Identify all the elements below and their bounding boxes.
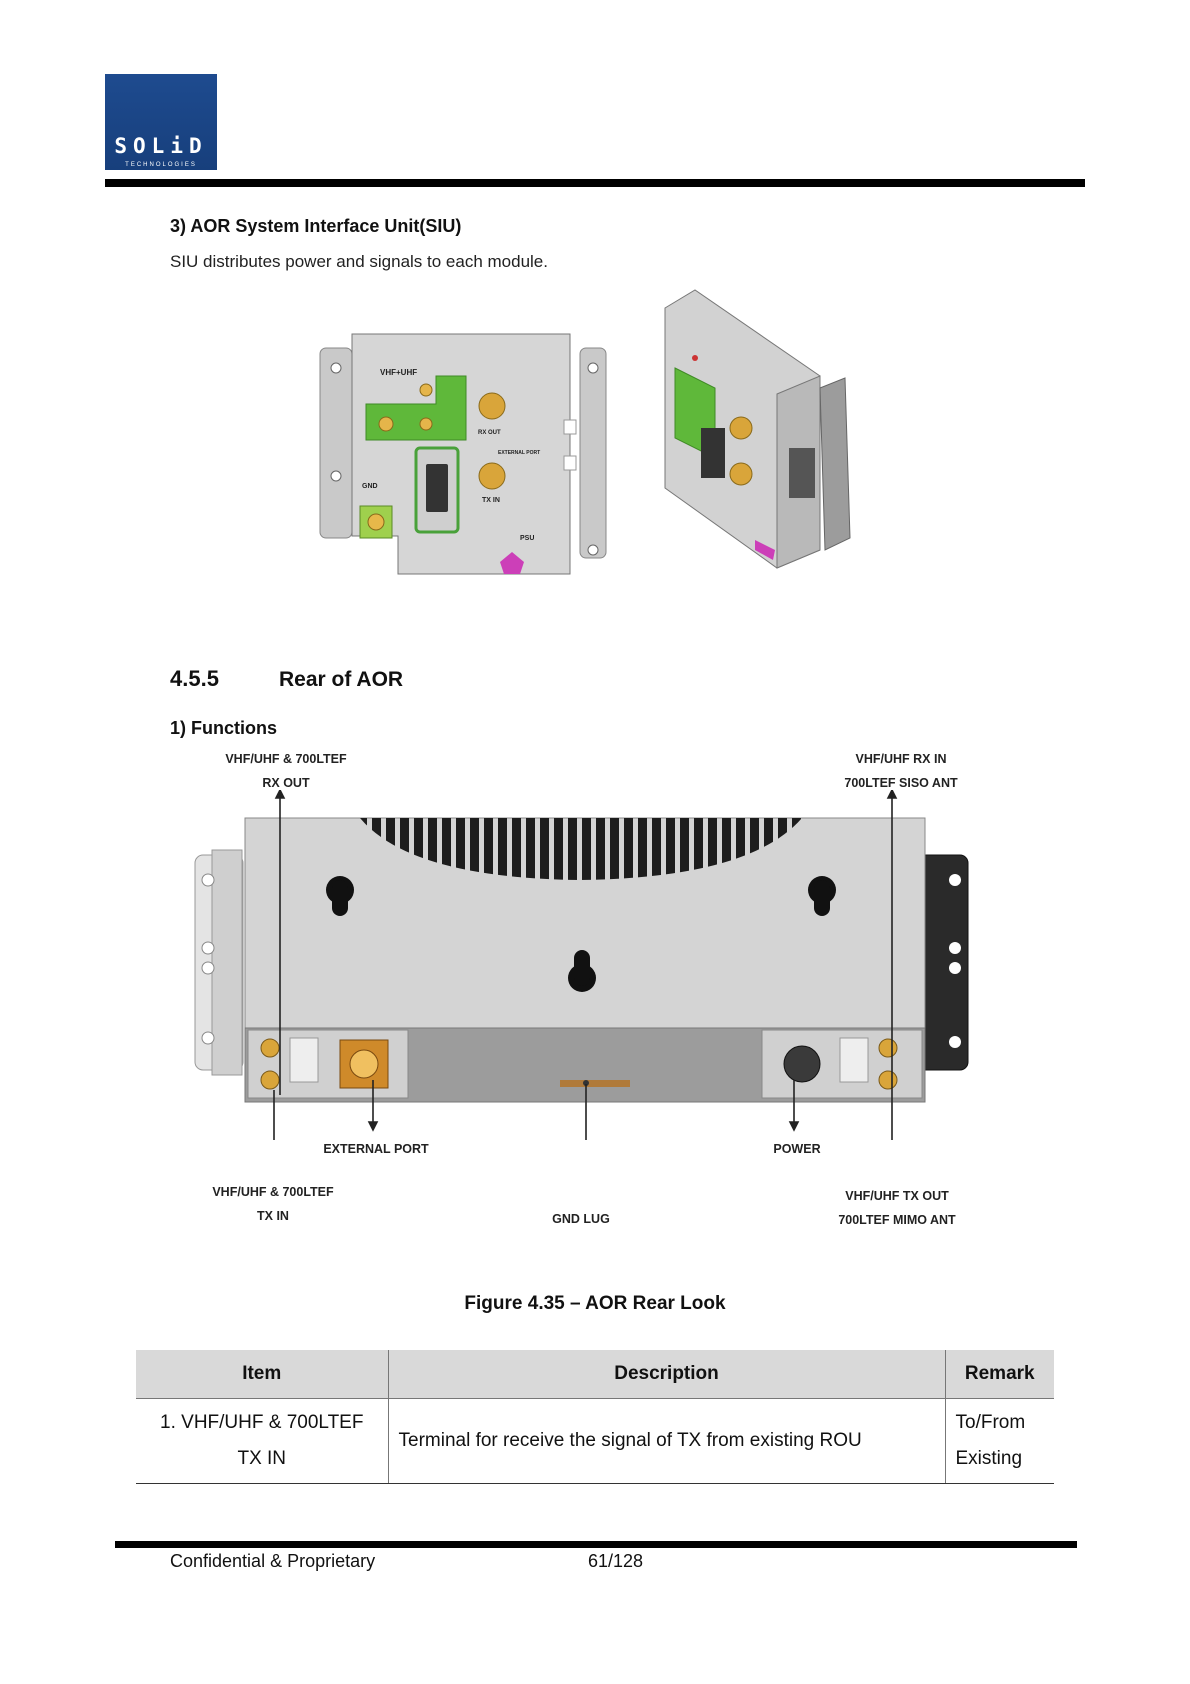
- callout-rx-in-line2: 700LTEF SISO ANT: [844, 776, 958, 790]
- callout-power: POWER: [773, 1142, 821, 1156]
- callout-rx-out-line1: VHF/UHF & 700LTEF: [225, 752, 347, 766]
- logo-wordmark: SOLiD: [114, 134, 208, 158]
- table-header-row: Item Description Remark: [136, 1350, 1054, 1399]
- siu-label-rx-out: RX OUT: [478, 430, 501, 436]
- cell-description: Terminal for receive the signal of TX fr…: [387, 1398, 945, 1484]
- cell-item-line2: TX IN: [237, 1448, 287, 1469]
- callout-tx-in-line1: VHF/UHF & 700LTEF: [212, 1185, 334, 1199]
- cell-remark-line1: To/From: [955, 1412, 1026, 1433]
- siu-label-psu: PSU: [520, 535, 534, 542]
- callout-tx-in: VHF/UHF & 700LTEF TX IN: [183, 1180, 363, 1228]
- callout-gnd-lug: GND LUG: [552, 1212, 610, 1226]
- cell-remark-line2: Existing: [955, 1448, 1023, 1469]
- functions-heading: 1) Functions: [170, 718, 277, 738]
- header-item: Item: [136, 1350, 388, 1399]
- header-remark: Remark: [944, 1350, 1054, 1399]
- callout-rx-in: VHF/UHF RX IN 700LTEF SISO ANT: [816, 747, 986, 795]
- header-rule: [105, 179, 1085, 187]
- siu-heading: 3) AOR System Interface Unit(SIU): [170, 216, 462, 236]
- figure-caption: Figure 4.35 – AOR Rear Look: [464, 1293, 726, 1314]
- callout-tx-in-line2: TX IN: [257, 1209, 289, 1223]
- footer-page-number: 61/128: [588, 1551, 644, 1571]
- table-row: 1. VHF/UHF & 700LTEF TX IN Terminal for …: [136, 1398, 1054, 1484]
- cell-item-line1: 1. VHF/UHF & 700LTEF: [160, 1412, 364, 1433]
- callout-tx-out-line1: VHF/UHF TX OUT: [845, 1189, 949, 1203]
- section-title: Rear of AOR: [279, 668, 404, 691]
- cell-item: 1. VHF/UHF & 700LTEF TX IN: [136, 1398, 388, 1484]
- callout-tx-out-line2: 700LTEF MIMO ANT: [838, 1213, 956, 1227]
- siu-label-vhf-uhf: VHF+UHF: [380, 368, 417, 377]
- siu-perspective-illustration: [664, 289, 851, 569]
- callout-rx-in-line1: VHF/UHF RX IN: [855, 752, 947, 766]
- footer-rule: [115, 1541, 1077, 1548]
- callout-external-port: EXTERNAL PORT: [323, 1142, 429, 1156]
- callout-rx-out: VHF/UHF & 700LTEF RX OUT: [196, 747, 376, 795]
- logo-subtext: TECHNOLOGIES: [125, 162, 197, 168]
- section-number: 4.5.5: [170, 666, 219, 691]
- company-logo: SOLiD TECHNOLOGIES: [105, 74, 217, 170]
- siu-label-gnd: GND: [362, 483, 378, 490]
- footer-confidential: Confidential & Proprietary: [170, 1551, 376, 1571]
- aor-rear-illustration: [194, 790, 969, 1140]
- functions-table: Item Description Remark 1. VHF/UHF & 700…: [136, 1350, 1054, 1484]
- callout-tx-out: VHF/UHF TX OUT 700LTEF MIMO ANT: [807, 1184, 987, 1232]
- siu-description: SIU distributes power and signals to eac…: [170, 252, 548, 271]
- header-description: Description: [387, 1350, 945, 1399]
- siu-front-illustration: VHF+UHF RX OUT EXTERNAL PORT GND TX IN P…: [319, 333, 607, 575]
- siu-label-tx-in: TX IN: [482, 497, 500, 504]
- callout-rx-out-line2: RX OUT: [262, 776, 310, 790]
- cell-remark: To/From Existing: [944, 1398, 1054, 1484]
- siu-label-external-port: EXTERNAL PORT: [498, 450, 540, 456]
